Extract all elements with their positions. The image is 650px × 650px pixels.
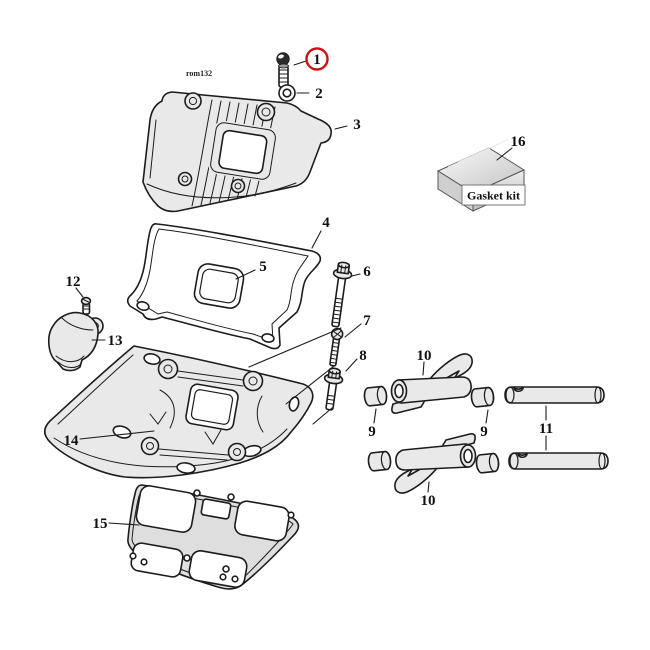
washer: [278, 84, 296, 102]
label-10b: 10: [421, 493, 436, 509]
gasket-holes: [129, 489, 295, 583]
rocker-shaft-lower: [508, 452, 609, 470]
bushing: [475, 452, 500, 474]
cover-screw: [276, 52, 290, 88]
lower-gasket: [127, 484, 300, 590]
housing-center-window: [185, 383, 239, 431]
rocker-arm-upper: [390, 353, 473, 414]
bushings: [363, 385, 500, 474]
flange-bolt-short: [323, 367, 344, 411]
bushing: [470, 386, 495, 408]
breather-cap: [48, 311, 104, 372]
label-14: 14: [64, 433, 80, 449]
cover-center-pad: [208, 120, 278, 182]
label-2: 2: [315, 86, 323, 102]
inner-gasket: [193, 263, 245, 309]
flange-bolt-long: [331, 261, 353, 328]
cover-gasket: [126, 223, 322, 350]
breather-screw: [80, 296, 92, 315]
screw-threads: [278, 69, 289, 83]
label-7: 7: [363, 313, 371, 329]
gasket-kit-label: Gasket kit: [467, 189, 520, 203]
label-5: 5: [259, 259, 267, 275]
label-15: 15: [93, 516, 108, 532]
drawing-code: rom132: [186, 69, 212, 78]
label-12: 12: [66, 274, 81, 290]
cover-bolt-bosses: [177, 92, 276, 194]
rocker-arm-lower: [394, 433, 477, 494]
callout-labels: 1 2 3 4 5 6 7 8 9 9 10 10 11 12 13 14 15…: [64, 47, 553, 532]
stud-bolt: [329, 327, 344, 367]
label-4: 4: [322, 215, 330, 231]
bushing: [363, 385, 388, 407]
label-3: 3: [353, 117, 361, 133]
label-1: 1: [313, 52, 321, 68]
gasket-kit-box: Gasket kit: [436, 138, 526, 212]
label-8: 8: [359, 348, 367, 364]
rocker-shaft-upper: [504, 386, 605, 404]
gasket-kit-label-box: [461, 184, 526, 206]
rocker-housing: [43, 345, 314, 479]
rocker-box-cover: [142, 91, 333, 213]
leader-lines: [75, 60, 547, 526]
label-6: 6: [363, 264, 371, 280]
label-13: 13: [108, 333, 123, 349]
bushing: [367, 450, 392, 472]
label-11: 11: [539, 421, 553, 437]
label-10a: 10: [417, 348, 432, 364]
label-9a: 9: [368, 424, 376, 440]
label-16: 16: [511, 134, 527, 150]
housing-pedestals: [140, 358, 264, 462]
highlight-circle: [305, 47, 329, 71]
label-9b: 9: [480, 424, 488, 440]
